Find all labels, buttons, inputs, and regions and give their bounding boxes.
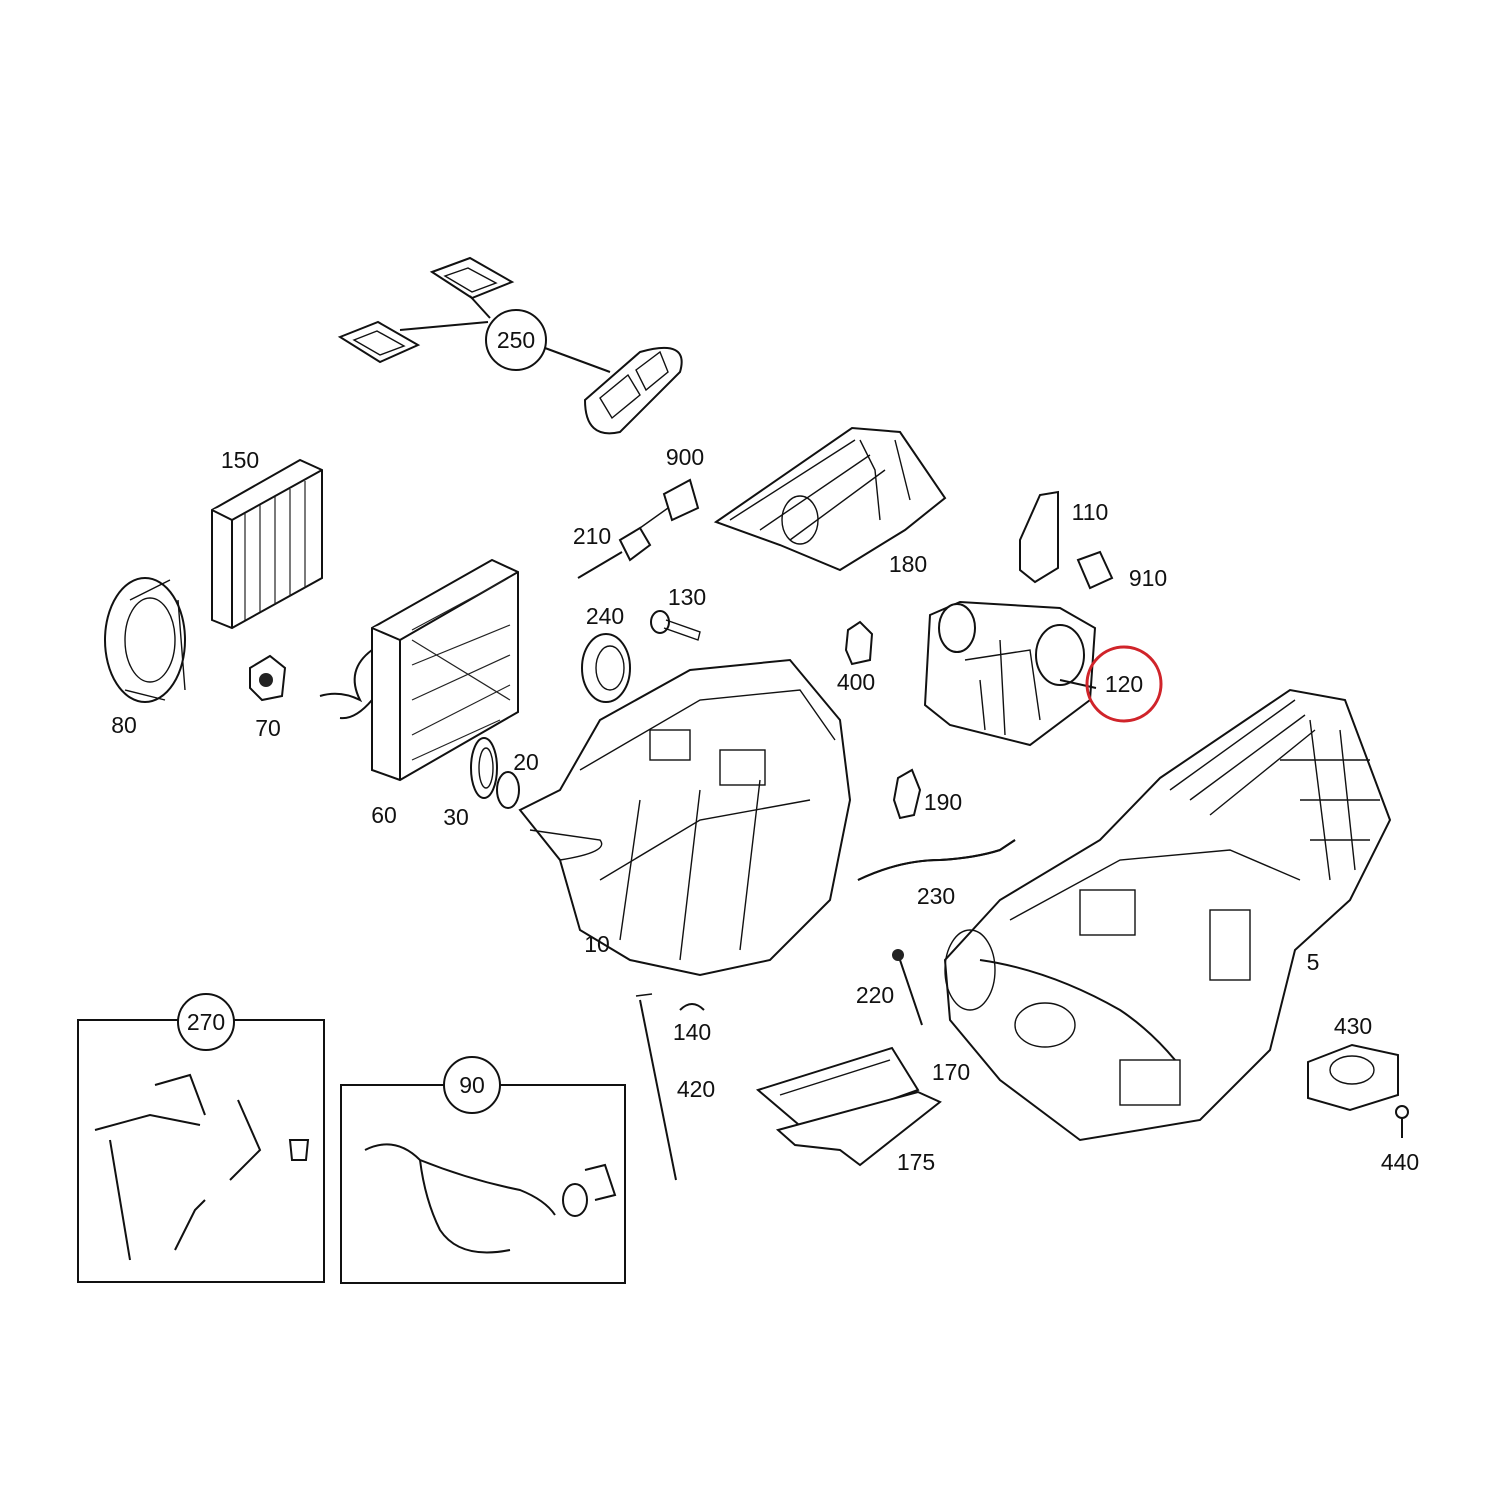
- part-60-evaporator[interactable]: [319, 558, 519, 782]
- callout-label: 270: [187, 1009, 225, 1035]
- label-140: 140: [673, 1019, 711, 1045]
- part-130-screw[interactable]: [650, 610, 701, 641]
- label-910: 910: [1129, 565, 1167, 591]
- part-230-tube[interactable]: [857, 839, 1016, 881]
- label-10: 10: [584, 931, 610, 957]
- label-80: 80: [111, 712, 137, 738]
- part-270-kit-box[interactable]: [77, 1019, 325, 1283]
- callout-250[interactable]: 250: [485, 309, 547, 371]
- part-30-seal[interactable]: [470, 737, 498, 799]
- highlight-ring: [1085, 645, 1163, 723]
- label-210: 210: [573, 523, 611, 549]
- part-440-screw[interactable]: [1395, 1105, 1409, 1138]
- label-190: 190: [924, 789, 962, 815]
- label-130: 130: [668, 584, 706, 610]
- callout-120-highlight[interactable]: 120: [1085, 645, 1163, 723]
- part-5-hvac-assembly[interactable]: [943, 688, 1392, 1142]
- label-240: 240: [586, 603, 624, 629]
- part-140-clip[interactable]: [679, 1003, 705, 1011]
- label-110: 110: [1072, 499, 1109, 525]
- part-250-gaskets[interactable]: [337, 256, 683, 435]
- part-170-cover[interactable]: [755, 1046, 920, 1132]
- label-440: 440: [1381, 1149, 1419, 1175]
- part-110-module[interactable]: [1019, 490, 1059, 584]
- label-400: 400: [837, 669, 875, 695]
- callout-label: 250: [497, 327, 535, 353]
- label-420: 420: [677, 1076, 715, 1102]
- label-430: 430: [1334, 1013, 1372, 1039]
- label-30: 30: [443, 804, 469, 830]
- label-5: 5: [1307, 949, 1320, 975]
- callout-90[interactable]: 90: [443, 1056, 501, 1114]
- label-175: 175: [897, 1149, 935, 1175]
- part-180-upper-housing[interactable]: [713, 426, 947, 572]
- part-430-module[interactable]: [1307, 1043, 1399, 1112]
- label-170: 170: [932, 1059, 970, 1085]
- part-10-hvac-housing[interactable]: [518, 658, 852, 977]
- part-120-blower-motor[interactable]: [923, 600, 1097, 747]
- label-70: 70: [255, 715, 281, 741]
- label-150: 150: [221, 447, 259, 473]
- part-175-seal[interactable]: [775, 1090, 942, 1167]
- part-90-pipe-box[interactable]: [340, 1084, 626, 1284]
- label-180: 180: [889, 551, 927, 577]
- callout-label: 90: [459, 1072, 485, 1098]
- part-900-bracket[interactable]: [662, 478, 700, 522]
- part-210-actuator[interactable]: [577, 507, 669, 579]
- part-220-sensor[interactable]: [892, 949, 923, 1026]
- label-900: 900: [666, 444, 704, 470]
- part-20-seal[interactable]: [496, 771, 520, 809]
- label-220: 220: [856, 982, 894, 1008]
- part-240-flange[interactable]: [581, 633, 631, 703]
- label-20: 20: [513, 749, 539, 775]
- label-230: 230: [917, 883, 955, 909]
- callout-270[interactable]: 270: [177, 993, 235, 1051]
- part-190-actuator[interactable]: [892, 768, 922, 820]
- part-80-fan-housing[interactable]: [104, 577, 186, 703]
- label-60: 60: [371, 802, 397, 828]
- part-400-cap[interactable]: [844, 620, 874, 666]
- part-70-sensor[interactable]: [249, 654, 287, 702]
- part-420-rod[interactable]: [635, 993, 677, 1181]
- part-910-bracket[interactable]: [1076, 550, 1114, 590]
- part-150-cabin-filter[interactable]: [211, 458, 323, 630]
- callout-label: 120: [1105, 671, 1143, 697]
